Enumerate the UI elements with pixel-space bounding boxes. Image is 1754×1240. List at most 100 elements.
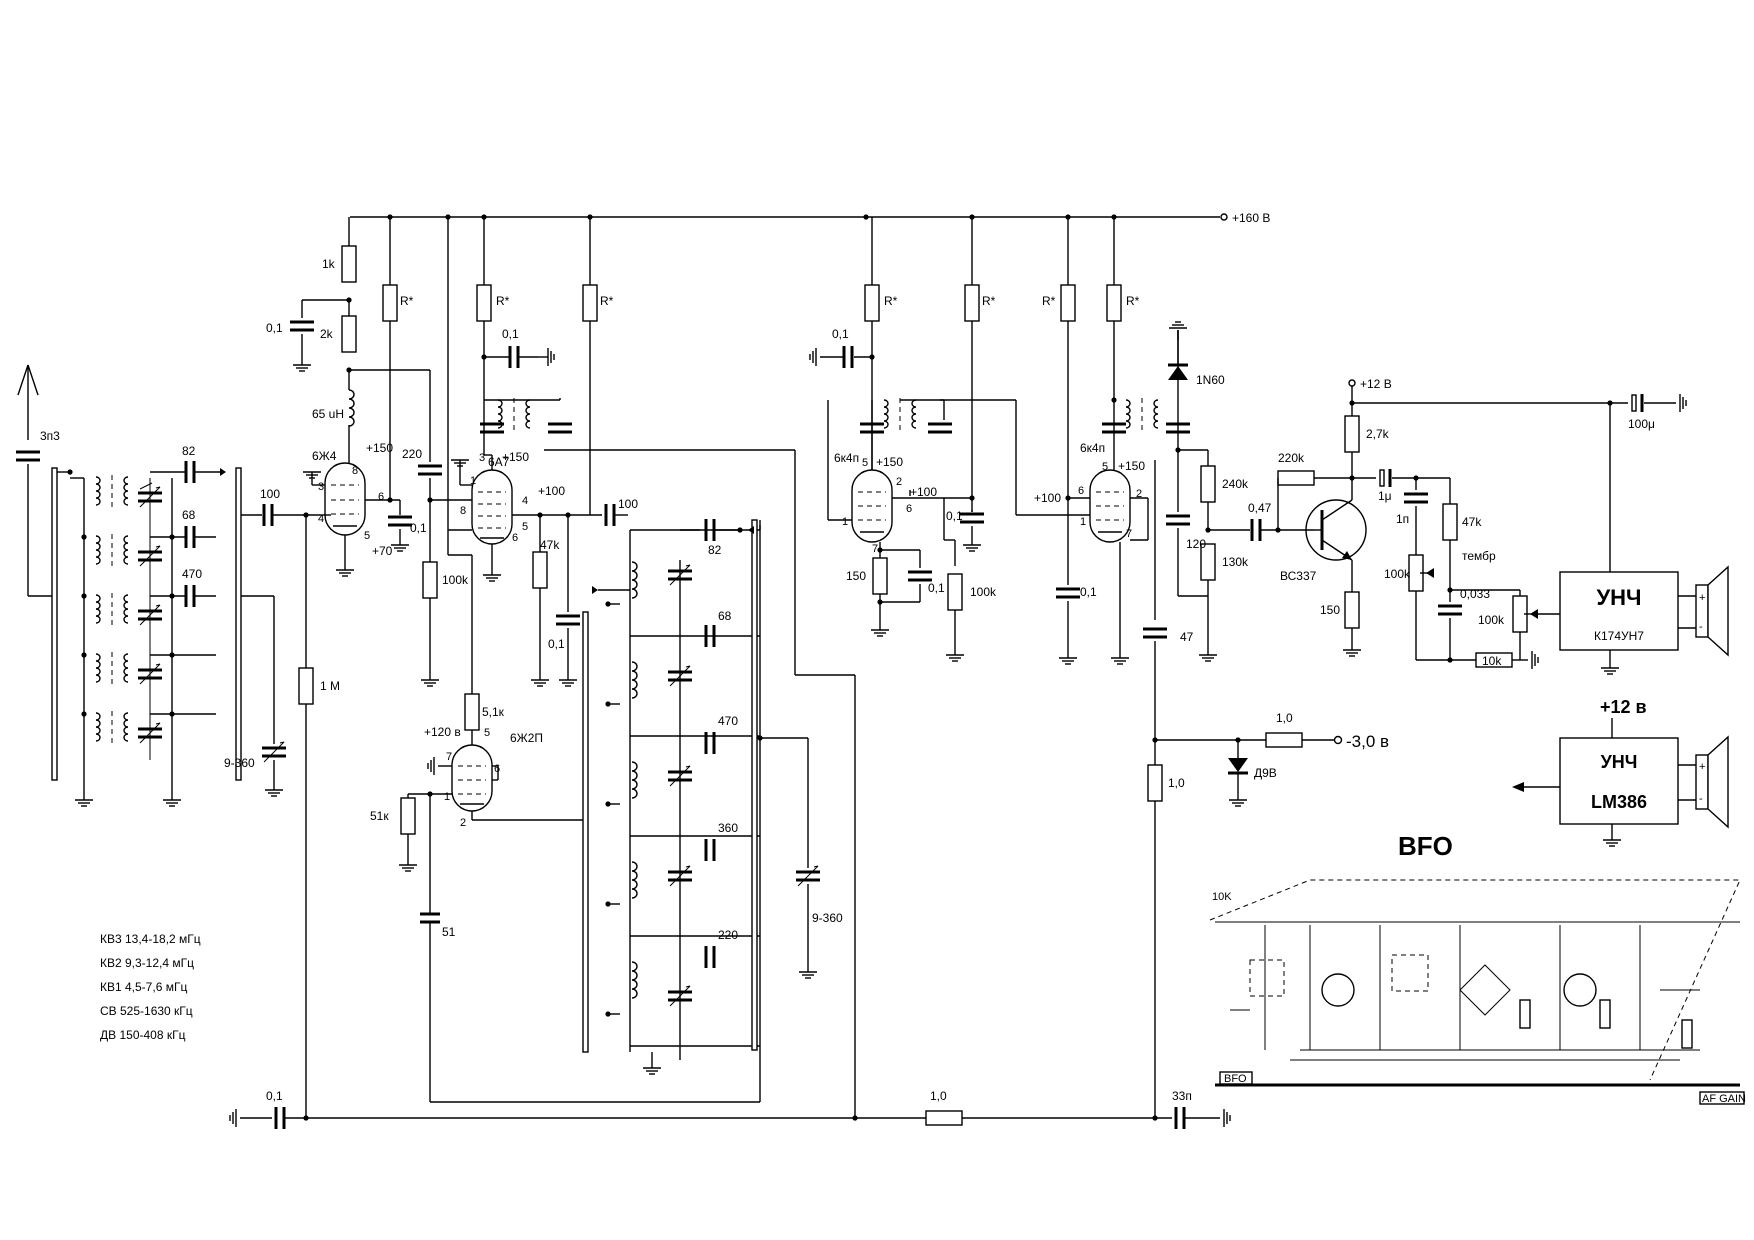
- c-1n-label: 1п: [1396, 512, 1409, 526]
- tube-6zh4-plate-v: +150: [366, 441, 393, 455]
- l-65uh-label: 65 uH: [312, 407, 344, 421]
- supply-160v-label: +160 В: [1232, 211, 1270, 225]
- svg-text:3: 3: [479, 452, 485, 464]
- amp2-chip: LM386: [1591, 792, 1647, 812]
- c-0033-label: 0,033: [1460, 587, 1490, 601]
- svg-text:4: 4: [522, 495, 528, 507]
- r-1-0b-label: 1,0: [1276, 711, 1293, 725]
- amp2-title: УНЧ: [1601, 752, 1638, 772]
- r-star-7-label: R*: [1042, 294, 1056, 308]
- amp1-chip: К174УН7: [1594, 629, 1644, 643]
- r-star-1-label: R*: [400, 294, 414, 308]
- c-47-label: 47: [1180, 630, 1194, 644]
- svg-text:6: 6: [1078, 485, 1084, 497]
- r-100k-b-label: 100k: [970, 585, 997, 599]
- band-kv1: КВ1 4,5-7,6 мГц: [100, 980, 187, 994]
- svg-text:8: 8: [352, 465, 358, 477]
- bfo-title: BFO: [1398, 831, 1453, 861]
- band-list: КВ3 13,4-18,2 мГц КВ2 9,3-12,4 мГц КВ1 4…: [100, 932, 201, 1042]
- c-82-label: 82: [182, 444, 196, 458]
- r-100k-c-label: 100k: [1384, 567, 1411, 581]
- r-star-4-label: R*: [884, 294, 898, 308]
- r-1k-label: 1k: [322, 257, 336, 271]
- svg-text:1: 1: [444, 791, 450, 803]
- svg-text:5: 5: [484, 727, 490, 739]
- r-2k-label: 2k: [320, 327, 334, 341]
- band-kv3: КВ3 13,4-18,2 мГц: [100, 932, 201, 946]
- svg-text:5: 5: [364, 530, 370, 542]
- c-68b-label: 68: [718, 609, 732, 623]
- amp1-title: УНЧ: [1596, 585, 1641, 610]
- c-82b-label: 82: [708, 543, 722, 557]
- c-047-label: 0,47: [1248, 501, 1272, 515]
- tube-6k4p-2-screen-v: +100: [1034, 491, 1061, 505]
- c-var1-label: 9-360: [224, 756, 255, 770]
- r-star-3-label: R*: [600, 294, 614, 308]
- tube-6zh2p: 6Ж2П +120 в 57 612 5,1к 51к 51: [370, 520, 761, 1103]
- c-220-label: 220: [402, 447, 422, 461]
- bottom-bus: 0,1 1,0 33п: [229, 1089, 1231, 1131]
- svg-text:5: 5: [1102, 461, 1108, 473]
- input-coil-bank: [70, 474, 182, 807]
- d9v-label: Д9В: [1254, 766, 1277, 780]
- svg-text:2: 2: [460, 817, 466, 829]
- amp2-supply: +12 в: [1600, 697, 1647, 717]
- tube-6a7-screen-v: +100: [538, 484, 565, 498]
- tube-6a7: 6А7 +150 +100 3 18 456 100k R* 0,1: [420, 217, 856, 1118]
- c-100a-label: 100: [260, 487, 280, 501]
- tube-6zh2p-label: 6Ж2П: [510, 731, 543, 745]
- svg-text:4: 4: [318, 513, 324, 525]
- svg-text:2: 2: [896, 476, 902, 488]
- c-470b-label: 470: [718, 714, 738, 728]
- tone-label: тембр: [1462, 549, 1496, 563]
- svg-text:6: 6: [906, 503, 912, 515]
- c-470-label: 470: [182, 567, 202, 581]
- tube-6k4p-1-screen-v: +100: [910, 485, 937, 499]
- c-01bot-label: 0,1: [266, 1089, 283, 1103]
- r-51k-a-label: 5,1к: [482, 705, 505, 719]
- r-47k-label: 47k: [540, 538, 560, 552]
- r-220k-label: 220k: [1278, 451, 1305, 465]
- speaker-1-icon: + -: [1695, 565, 1729, 657]
- amplifier-k174un7: УНЧ К174УН7 + -: [1559, 565, 1729, 675]
- tube-6a7-label: 6А7: [488, 455, 510, 469]
- c-01d-label: 0,1: [548, 637, 565, 651]
- bfo-inset: BFO 10K BFO AF GAIN: [1209, 831, 1746, 1105]
- c-01h-label: 0,1: [1080, 585, 1097, 599]
- speaker-2-icon: + -: [1695, 735, 1729, 829]
- c-01a-label: 0,1: [266, 321, 283, 335]
- r-47k-b-label: 47k: [1462, 515, 1482, 529]
- svg-text:+: +: [1699, 592, 1705, 604]
- c-33n-label: 33п: [1172, 1089, 1192, 1103]
- c-01f-label: 0,1: [928, 581, 945, 595]
- svg-text:7: 7: [872, 543, 878, 555]
- band-dv: ДВ 150-408 кГц: [100, 1028, 186, 1042]
- c-51-label: 51: [442, 925, 456, 939]
- tube-6k4p-1: 6к4п +150 +100 52 167 150 0,1 R* 0,1: [809, 217, 1090, 662]
- supply-12v-label: +12 В: [1360, 377, 1392, 391]
- c-var2-label: 9-360: [812, 911, 843, 925]
- c-antenna-label: 3п3: [40, 429, 60, 443]
- supply-rail: +160 В: [350, 211, 1270, 225]
- d-1n60-label: 1N60: [1196, 373, 1225, 387]
- tube-6zh4: 6Ж4 +150 +70 83 645 65 uH 2k 1k 0,1 220: [266, 217, 444, 577]
- c-1u-label: 1μ: [1378, 489, 1392, 503]
- svg-text:6: 6: [494, 763, 500, 775]
- r-star-5-label: R*: [982, 294, 996, 308]
- antenna-icon: [17, 364, 39, 440]
- r-100k-d-label: 100k: [1478, 613, 1505, 627]
- r-star-6-label: R*: [1126, 294, 1140, 308]
- bias-label: -3,0 в: [1346, 732, 1389, 751]
- c-220b-label: 220: [718, 928, 738, 942]
- svg-text:6: 6: [378, 491, 384, 503]
- r-240k-label: 240k: [1222, 477, 1249, 491]
- r-150a-label: 150: [846, 569, 866, 583]
- r-1-0c-label: 1,0: [930, 1089, 947, 1103]
- r-51k-b-label: 51к: [370, 809, 389, 823]
- c-120-label: 120: [1186, 537, 1206, 551]
- tube-6a7-plate-v: +150: [502, 450, 529, 464]
- tube-6zh4-label: 6Ж4: [312, 449, 337, 463]
- tube-6k4p-2-plate-v: +150: [1118, 459, 1145, 473]
- tube-6k4p-2: 6к4п +150 +100 52 167 R* R* 0,1 47 1,0: [1034, 217, 1389, 1118]
